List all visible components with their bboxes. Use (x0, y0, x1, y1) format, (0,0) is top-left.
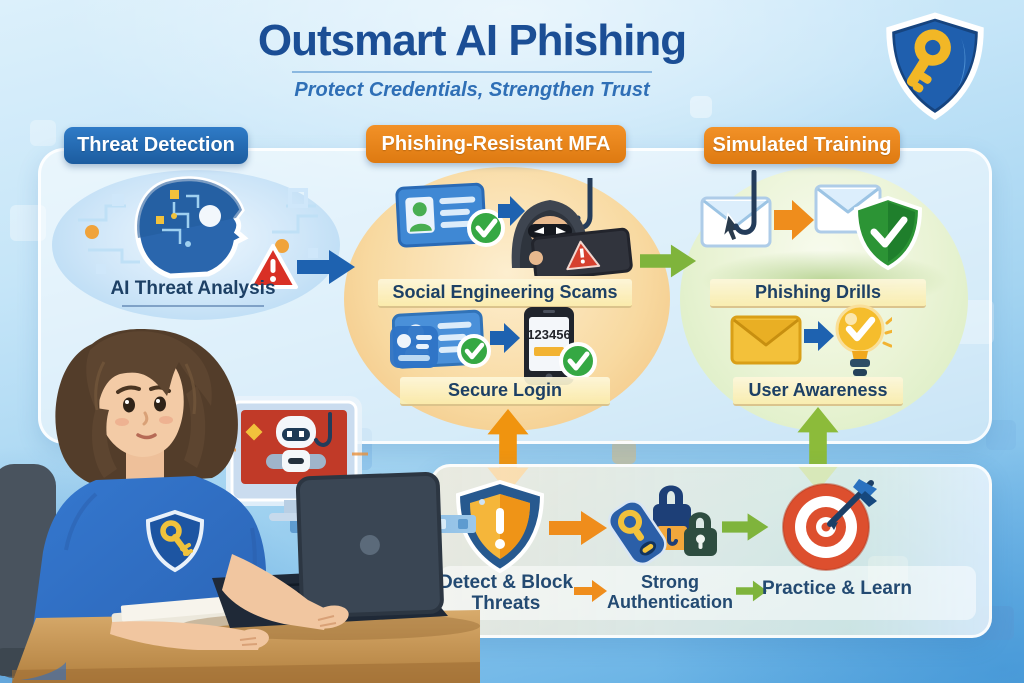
column-header-threat-detection: Threat Detection (64, 127, 248, 164)
label-underline (122, 305, 264, 307)
email-icon (730, 315, 802, 365)
background-tile (690, 96, 712, 118)
title-divider (292, 71, 652, 73)
page-subtitle: Protect Credentials, Strengthen Trust (294, 79, 650, 101)
label-user-awareness: User Awareness (733, 377, 903, 406)
label-text: Secure Login (447, 380, 563, 400)
label-text: Social Engineering Scams (392, 282, 618, 302)
column-header-training: Simulated Training (704, 127, 900, 164)
target-dart-icon (782, 479, 877, 571)
dart-icon (827, 479, 877, 530)
label-secure-login: Secure Login (400, 377, 610, 406)
background-tile (30, 120, 56, 146)
fish-hook-icon (733, 170, 757, 235)
fish-hook-icon (314, 412, 332, 447)
user-awareness-icons (730, 304, 892, 376)
otp-code: 123456 (527, 327, 570, 342)
lightbulb-check-icon (835, 304, 892, 376)
arrow-right-icon (640, 244, 697, 278)
shield-check-icon (853, 195, 923, 271)
phishing-email-icon (700, 170, 772, 248)
padlock-icon (684, 512, 717, 556)
bottom-label-band (440, 566, 976, 620)
label-text: User Awareness (748, 380, 888, 400)
check-badge-icon (457, 334, 491, 368)
ai-head-circuit-icon (78, 176, 318, 279)
arrow-right-icon (549, 511, 607, 545)
check-badge-icon (467, 209, 505, 247)
security-key-icon (607, 500, 667, 566)
warning-shield-icon (455, 480, 545, 574)
id-card-icon (395, 182, 525, 248)
label-practice-learn: Practice & Learn (762, 578, 912, 599)
arms (110, 554, 349, 650)
label-phishing-drills: Phishing Drills (710, 279, 926, 308)
arrow-right-icon (574, 580, 607, 602)
check-badge-icon (559, 342, 597, 380)
arrow-right-icon (297, 250, 355, 284)
shirt-shield-key-logo (145, 509, 205, 573)
arrow-right-icon (722, 513, 769, 541)
security-key-locks-icon (607, 485, 717, 566)
arrow-right-icon (736, 580, 768, 602)
label-detect-block-threats: Detect & Block Threats (438, 572, 574, 615)
label-ai-threat-analysis: AI Threat Analysis (110, 278, 276, 299)
badge-icon (390, 326, 438, 368)
page-title: Outsmart AI Phishing (257, 16, 687, 65)
label-text: Phishing Drills (754, 282, 882, 302)
label-strong-authentication: Strong Authentication (607, 572, 733, 613)
warning-triangle-icon (248, 244, 298, 289)
background-tile (612, 440, 636, 464)
column-header-mfa: Phishing-Resistant MFA (366, 125, 626, 163)
shield-key-icon (886, 12, 984, 120)
phishing-drills-icons (700, 170, 923, 271)
hacker-hood-icon (511, 178, 633, 276)
woman-at-laptop-illustration (0, 326, 480, 683)
label-social-engineering-scams: Social Engineering Scams (378, 279, 632, 308)
